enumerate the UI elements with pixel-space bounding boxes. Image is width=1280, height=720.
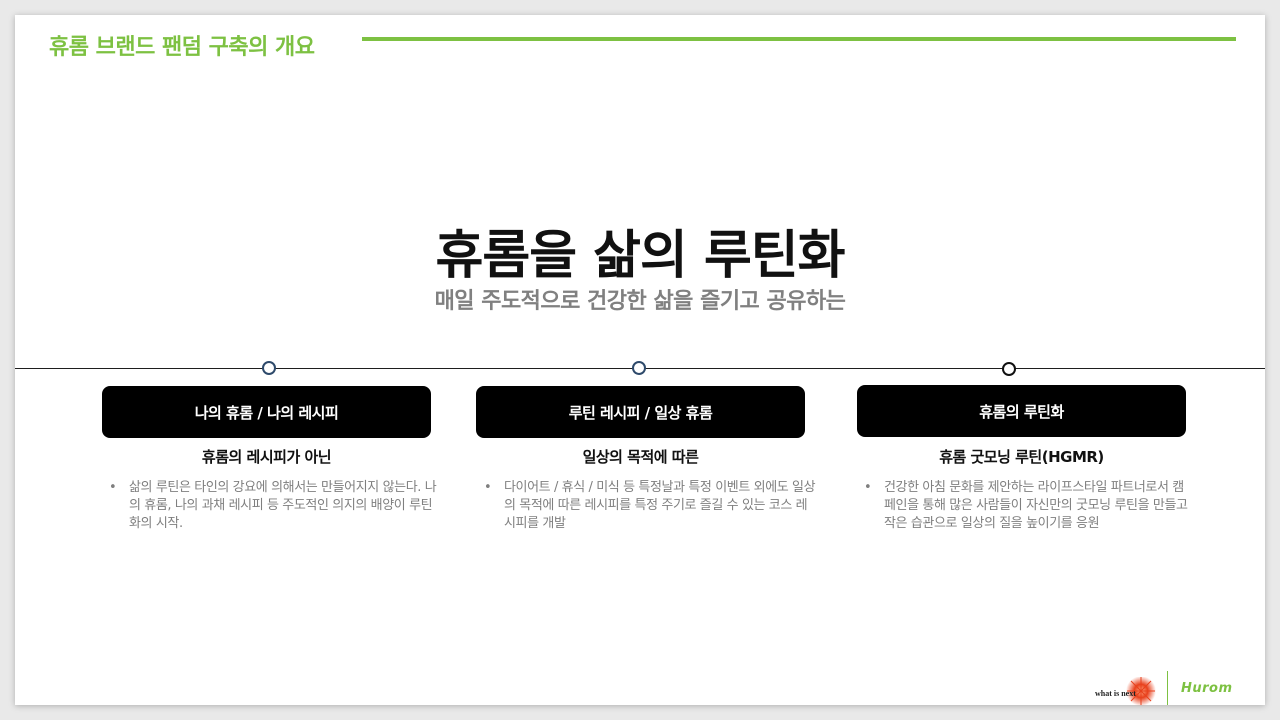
logo-left-text: what is next (1095, 689, 1136, 698)
column-2-bullet-text: 다이어트 / 휴식 / 미식 등 특정날과 특정 이벤트 외에도 일상의 목적에… (504, 480, 816, 531)
bullet-mark: • (109, 480, 117, 495)
column-1-bullet-text: 삶의 루틴은 타인의 강요에 의해서는 만들어지지 않는다. 나의 휴롬, 나의… (129, 480, 437, 531)
bullet-mark: • (864, 480, 872, 495)
timeline-dot-2 (632, 361, 646, 375)
column-1-subtitle: 휴롬의 레시피가 아닌 (201, 448, 332, 466)
column-3-bullet-text: 건강한 아침 문화를 제안하는 라이프스타일 파트너로서 캠페인을 통해 많은 … (884, 480, 1188, 531)
column-2-bullet: • 다이어트 / 휴식 / 미식 등 특정날과 특정 이벤트 외에도 일상의 목… (484, 479, 818, 533)
bullet-mark: • (484, 480, 492, 495)
sub-heading: 매일 주도적으로 건강한 삶을 즐기고 공유하는 (434, 289, 846, 314)
column-1-pill: 나의 휴롬 / 나의 레시피 (102, 386, 431, 438)
slide: 휴롬 브랜드 팬덤 구축의 개요 휴롬을 삶의 루틴화 매일 주도적으로 건강한… (15, 15, 1265, 706)
column-1-bullet: • 삶의 루틴은 타인의 강요에 의해서는 만들어지지 않는다. 나의 휴롬, … (109, 479, 439, 533)
slide-title: 휴롬 브랜드 팬덤 구축의 개요 (49, 35, 315, 60)
hurom-logo: Hurom (1181, 681, 1233, 696)
title-divider (362, 37, 1236, 41)
logo-divider (1167, 671, 1168, 705)
column-3-subtitle: 휴롬 굿모닝 루틴(HGMR) (939, 448, 1104, 466)
main-heading: 휴롬을 삶의 루틴화 (435, 226, 846, 286)
column-2-subtitle: 일상의 목적에 따른 (582, 448, 699, 466)
what-is-next-logo: what is next (1095, 677, 1156, 706)
timeline-dot-3 (1002, 362, 1016, 376)
column-2-pill: 루틴 레시피 / 일상 휴롬 (476, 386, 805, 438)
column-3-bullet: • 건강한 아침 문화를 제안하는 라이프스타일 파트너로서 캠페인을 통해 많… (864, 479, 1194, 533)
column-3-pill: 휴롬의 루틴화 (857, 385, 1186, 437)
timeline-dot-1 (262, 361, 276, 375)
